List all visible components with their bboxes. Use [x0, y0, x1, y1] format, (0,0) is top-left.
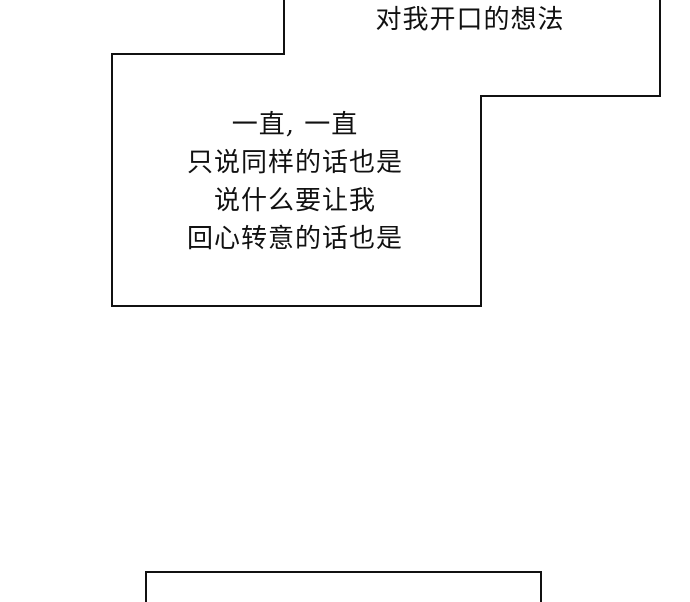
caption-line-4: 回心转意的话也是	[186, 224, 403, 254]
caption-box-bottom-border	[145, 571, 542, 602]
caption-line-1: 一直, 一直	[231, 110, 359, 140]
caption-box-top-border	[111, 0, 661, 307]
caption-top-text: 对我开口的想法	[375, 5, 565, 35]
caption-line-2: 只说同样的话也是	[186, 148, 403, 178]
caption-main-text: 一直, 一直 只说同样的话也是 说什么要让我 回心转意的话也是	[140, 106, 450, 258]
caption-line-3: 说什么要让我	[213, 186, 376, 216]
